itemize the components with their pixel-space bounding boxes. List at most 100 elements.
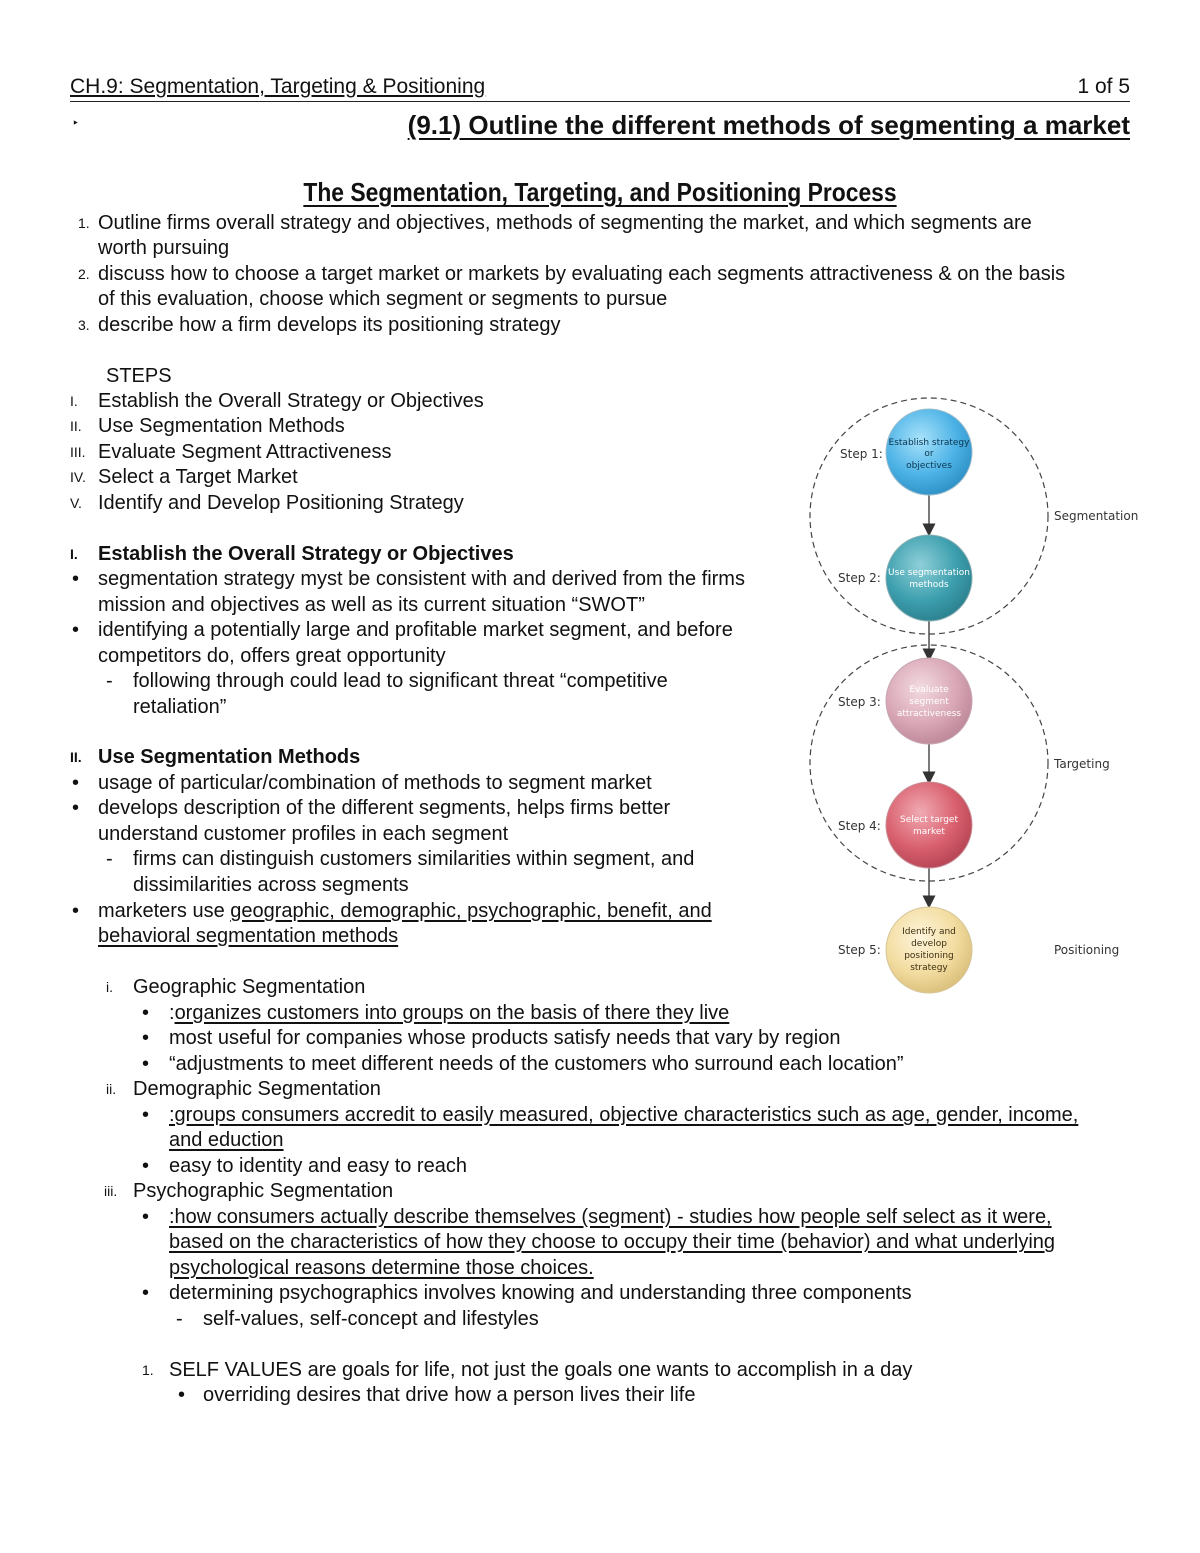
step-label: Step 3:	[838, 695, 881, 709]
node-label: positioning	[904, 951, 954, 961]
bullet-item: easy to identity and easy to reach	[169, 1155, 467, 1177]
definition: :how consumers actually describe themsel…	[169, 1206, 1052, 1228]
steps-heading: STEPS	[106, 365, 172, 387]
list-number: IV.	[70, 469, 86, 485]
bullet-icon: •	[142, 1053, 150, 1075]
sub-item-cont: dissimilarities across segments	[133, 874, 409, 896]
list-item: SELF VALUES are goals for life, not just…	[169, 1359, 913, 1381]
bullet-icon: •	[72, 772, 80, 794]
stp-process-diagram: Establish strategy or objectives Use seg…	[809, 397, 1138, 994]
dash-icon: -	[106, 848, 113, 870]
node-label: Select target	[900, 815, 958, 825]
list-number: III.	[70, 444, 86, 460]
node-label: attractiveness	[897, 709, 962, 719]
bullet-item: overriding desires that drive how a pers…	[203, 1384, 696, 1406]
step-item: Establish the Overall Strategy or Object…	[98, 390, 484, 412]
step-5-node: Identify and develop positioning strateg…	[885, 906, 973, 994]
step-label: Step 1:	[840, 447, 883, 461]
definition-cont: based on the characteristics of how they…	[169, 1231, 1056, 1253]
segmentation-phase-outline	[809, 397, 1049, 635]
list-number: I.	[70, 546, 78, 562]
definition: :groups consumers accredit to easily mea…	[169, 1104, 1079, 1126]
list-item-cont: worth pursuing	[98, 237, 230, 259]
bullet-icon: •	[72, 619, 80, 641]
bullet-prefix: marketers use	[98, 900, 231, 922]
list-item-cont: of this evaluation, choose which segment…	[98, 288, 668, 310]
list-item: describe how a firm develops its positio…	[98, 314, 561, 336]
bullet-item: marketers use geographic, demographic, p…	[98, 899, 712, 924]
step-2-node: Use segmentation methods	[885, 534, 973, 622]
methods-list: geographic, demographic, psychographic, …	[230, 900, 712, 922]
list-number: I.	[70, 393, 78, 409]
step-item: Select a Target Market	[98, 466, 298, 488]
section-heading: (9.1) Outline the different methods of s…	[407, 110, 1130, 140]
bullet-item-cont: mission and objectives as well as its cu…	[98, 594, 645, 616]
step-item: Evaluate Segment Attractiveness	[98, 441, 392, 463]
bullet-icon: •	[142, 1282, 150, 1304]
node-label: segment	[909, 697, 949, 707]
definition-cont: psychological reasons determine those ch…	[169, 1257, 594, 1279]
step-item: Identify and Develop Positioning Strateg…	[98, 492, 464, 514]
list-number: 2.	[78, 266, 90, 282]
sub-item: firms can distinguish customers similari…	[133, 848, 695, 870]
subsection-heading: Psychographic Segmentation	[133, 1180, 394, 1202]
targeting-phase-outline	[809, 644, 1049, 882]
bullet-icon: •	[72, 568, 80, 590]
bullet-item: “adjustments to meet different needs of …	[169, 1053, 904, 1075]
node-label: develop	[911, 939, 947, 949]
node-label: market	[913, 827, 945, 837]
bullet-icon: •	[72, 900, 80, 922]
bullet-item: identifying a potentially large and prof…	[98, 619, 733, 641]
step-label: Step 5:	[838, 943, 881, 957]
sub-item: self-values, self-concept and lifestyles	[203, 1308, 539, 1330]
step-3-node: Evaluate segment attractiveness	[885, 657, 973, 745]
phase-label-positioning: Positioning	[1054, 943, 1119, 957]
sub-item-cont: retaliation”	[133, 696, 227, 718]
section-marker-icon: ‣	[72, 116, 80, 130]
definition-cont: and eduction	[169, 1129, 284, 1151]
bullet-item: :organizes customers into groups on the …	[169, 1001, 729, 1026]
list-number: 1.	[142, 1362, 154, 1378]
list-number: V.	[70, 495, 82, 511]
list-number: iii.	[104, 1183, 118, 1199]
list-item: Outline firms overall strategy and objec…	[98, 212, 1032, 234]
document-title: CH.9: Segmentation, Targeting & Position…	[70, 75, 486, 98]
subsection-heading: Establish the Overall Strategy or Object…	[98, 543, 514, 565]
bullet-item: usage of particular/combination of metho…	[98, 772, 652, 794]
bullet-icon: •	[142, 1206, 150, 1228]
node-label: Use segmentation	[888, 568, 970, 578]
list-number: II.	[70, 749, 82, 765]
list-number: 3.	[78, 317, 90, 333]
node-label: Evaluate	[909, 685, 949, 695]
definition: organizes customers into groups on the b…	[174, 1002, 730, 1024]
node-label: objectives	[906, 461, 952, 471]
bullet-item: segmentation strategy myst be consistent…	[98, 568, 745, 590]
bullet-icon: •	[142, 1027, 150, 1049]
step-item: Use Segmentation Methods	[98, 415, 345, 437]
process-title: The Segmentation, Targeting, and Positio…	[303, 177, 897, 207]
subsection-heading: Use Segmentation Methods	[98, 746, 361, 768]
node-label: strategy	[910, 963, 948, 973]
step-label: Step 2:	[838, 571, 881, 585]
bullet-icon: •	[178, 1384, 186, 1406]
node-label: or	[924, 449, 934, 459]
page-header: CH.9: Segmentation, Targeting & Position…	[70, 75, 1130, 102]
bullet-item: develops description of the different se…	[98, 797, 671, 819]
phase-label-targeting: Targeting	[1053, 757, 1110, 771]
list-number: II.	[70, 418, 82, 434]
bullet-icon: •	[72, 797, 80, 819]
list-number: i.	[106, 979, 113, 995]
bullet-item-cont: understand customer profiles in each seg…	[98, 823, 509, 845]
sub-item: following through could lead to signific…	[133, 670, 668, 692]
dash-icon: -	[176, 1308, 183, 1330]
bullet-item-cont: behavioral segmentation methods	[98, 925, 399, 947]
subsection-heading: Demographic Segmentation	[133, 1078, 381, 1100]
list-item: discuss how to choose a target market or…	[98, 263, 1066, 285]
list-number: 1.	[78, 215, 90, 231]
dash-icon: -	[106, 670, 113, 692]
step-label: Step 4:	[838, 819, 881, 833]
page-number: 1 of 5	[1077, 75, 1130, 98]
bullet-icon: •	[142, 1155, 150, 1177]
node-label: Identify and	[902, 927, 956, 937]
list-number: ii.	[106, 1081, 117, 1097]
